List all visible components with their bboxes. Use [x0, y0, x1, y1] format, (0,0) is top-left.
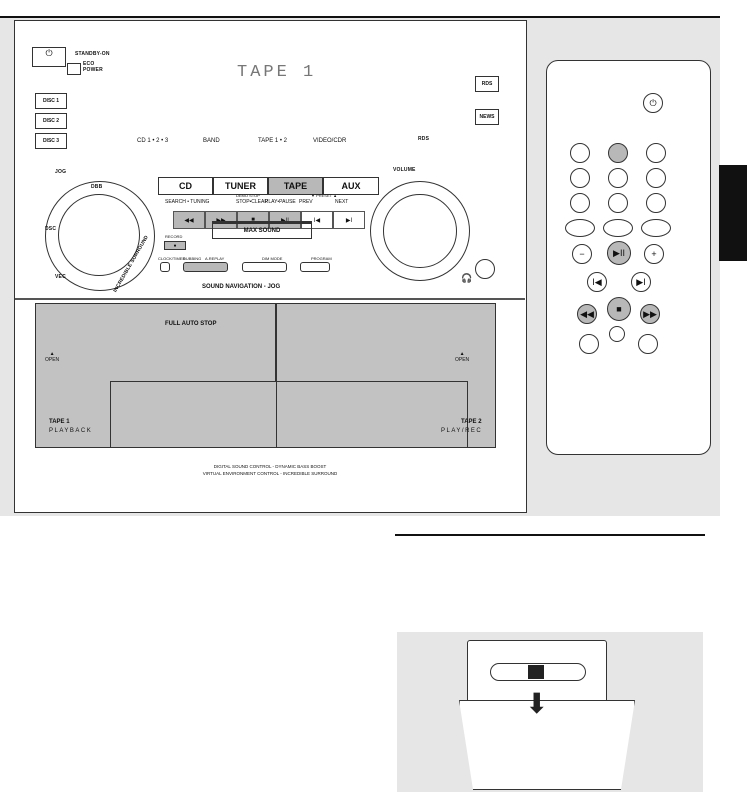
jog-label: JOG [55, 169, 67, 175]
remote-next-button[interactable]: ▶I [631, 272, 651, 292]
dbb-label: DBB [91, 184, 103, 190]
rds-logo: RDS [418, 136, 430, 142]
remote-button[interactable] [646, 143, 666, 163]
remote-button[interactable] [570, 168, 590, 188]
headphone-jack[interactable] [475, 259, 495, 279]
full-auto-stop-label: FULL AUTO STOP [165, 321, 217, 327]
disc-2-button[interactable]: DISC 2 [35, 113, 67, 129]
features-line-2: VIRTUAL ENVIRONMENT CONTROL - INCREDIBLE… [202, 471, 338, 476]
dim-mode-label: DIM MODE [262, 256, 283, 261]
stop-clear-label: STOP•CLEAR [236, 199, 268, 205]
cassette-insertion-illustration: ⬇ [397, 632, 703, 792]
remote-tape-button[interactable] [608, 143, 628, 163]
next-label: NEXT [335, 199, 349, 205]
remote-stop-button[interactable]: ■ [607, 297, 631, 321]
power-button[interactable]: ⏻ [643, 93, 663, 113]
open-tape-1[interactable]: ▲OPEN [45, 351, 60, 363]
remote-button[interactable] [608, 193, 628, 213]
insert-arrow-icon: ⬇ [525, 688, 549, 719]
tape-2-sub: PLAY/REC [441, 428, 483, 434]
record-button[interactable]: ● [164, 241, 186, 250]
program-button[interactable] [300, 262, 330, 272]
dubbing-label: DUBBING [183, 256, 202, 261]
remote-oval-button[interactable] [565, 219, 595, 237]
tape-1-sub: PLAYBACK [49, 428, 93, 434]
aux-button[interactable]: AUX [323, 177, 379, 195]
features-line-1: DIGITAL SOUND CONTROL - DYNAMIC BASS BOO… [213, 464, 327, 469]
sound-navigation-label: SOUND NAVIGATION - JOG [202, 284, 281, 290]
program-label: PROGRAM [311, 256, 332, 261]
tape-deck-door-icon [459, 700, 635, 790]
display-text: TAPE 1 [237, 63, 317, 82]
features-text: DIGITAL SOUND CONTROL - DYNAMIC BASS BOO… [15, 463, 525, 477]
volume-minus-button[interactable]: − [572, 244, 592, 264]
rewind-button[interactable]: ◀◀ [173, 211, 205, 229]
remote-play-pause-button[interactable]: ▶II [607, 241, 631, 265]
remote-button[interactable] [570, 193, 590, 213]
disc-3-button[interactable]: DISC 3 [35, 133, 67, 149]
remote-button[interactable] [608, 168, 628, 188]
forward-button[interactable]: ▶▶ [205, 211, 237, 229]
play-pause-label: PLAY•PAUSE [265, 199, 296, 205]
language-tab [719, 165, 747, 261]
remote-button[interactable] [638, 334, 658, 354]
vec-label: VEC [55, 274, 66, 280]
clock-timer-button[interactable] [160, 262, 170, 272]
remote-button[interactable] [579, 334, 599, 354]
tape-2-title: TAPE 2 [461, 419, 482, 425]
standby-label: STANDBY-ON [75, 51, 110, 57]
volume-knob[interactable] [370, 181, 470, 281]
remote-oval-button[interactable] [603, 219, 633, 237]
volume-plus-button[interactable]: + [644, 244, 664, 264]
prev-label: PREV [299, 199, 313, 205]
remote-control: ⏻ − ▶II + I◀ ▶I ■ ◀◀ ▶▶ [546, 60, 711, 455]
rds-button[interactable]: RDS [475, 76, 499, 92]
eco-power-button[interactable] [67, 63, 81, 75]
label-video-cdr: VIDEO/CDR [313, 138, 347, 144]
dsc-label: DSC [45, 226, 57, 232]
a-replay-label: A.REPLAY [205, 256, 225, 261]
open-label: OPEN [455, 357, 470, 363]
headphone-icon: 🎧 [461, 273, 473, 283]
clock-timer-label: CLOCK/TIMER [158, 256, 186, 261]
volume-label: VOLUME [393, 167, 416, 173]
open-label: OPEN [45, 357, 60, 363]
label-band: BAND [203, 138, 220, 144]
tuner-button[interactable]: TUNER [213, 177, 268, 195]
prev-button[interactable]: I◀ [301, 211, 333, 229]
cd-button[interactable]: CD [158, 177, 213, 195]
news-button[interactable]: NEWS [475, 109, 499, 125]
remote-button[interactable] [609, 326, 625, 342]
standby-button[interactable]: ⏻ [32, 47, 66, 67]
next-button[interactable]: ▶I [333, 211, 365, 229]
top-rule [0, 16, 720, 18]
demo-stop-label: DEMO STOP [236, 193, 260, 198]
remote-rewind-button[interactable]: ◀◀ [577, 304, 597, 324]
open-tape-2[interactable]: ▲OPEN [455, 351, 470, 363]
stereo-front-panel: ⏻ STANDBY-ON ECO POWER DISC 1 DISC 2 DIS… [14, 20, 527, 513]
jog-dial[interactable] [45, 181, 155, 291]
search-tuning-label: SEARCH • TUNING [165, 199, 210, 205]
section-rule [395, 534, 705, 536]
tape-button[interactable]: TAPE [268, 177, 323, 195]
play-pause-button[interactable]: ▶II [269, 211, 301, 229]
remote-button[interactable] [646, 168, 666, 188]
dim-mode-button[interactable] [242, 262, 287, 272]
preset-label: ▼ PRESET ▲ [311, 193, 338, 198]
max-sound-button[interactable]: MAX SOUND [212, 221, 312, 239]
record-label: RECORD [165, 234, 183, 239]
label-tape12: TAPE 1 • 2 [258, 138, 288, 144]
dubbing-areplay-button[interactable] [183, 262, 228, 272]
remote-button[interactable] [570, 143, 590, 163]
remote-button[interactable] [646, 193, 666, 213]
disc-1-button[interactable]: DISC 1 [35, 93, 67, 109]
remote-oval-button[interactable] [641, 219, 671, 237]
label-cd123: CD 1 • 2 • 3 [137, 138, 169, 144]
remote-prev-button[interactable]: I◀ [587, 272, 607, 292]
tape-1-title: TAPE 1 [49, 419, 70, 425]
eco-power-label: ECO POWER [83, 61, 103, 73]
remote-ffw-button[interactable]: ▶▶ [640, 304, 660, 324]
stop-button[interactable]: ■ [237, 211, 269, 229]
